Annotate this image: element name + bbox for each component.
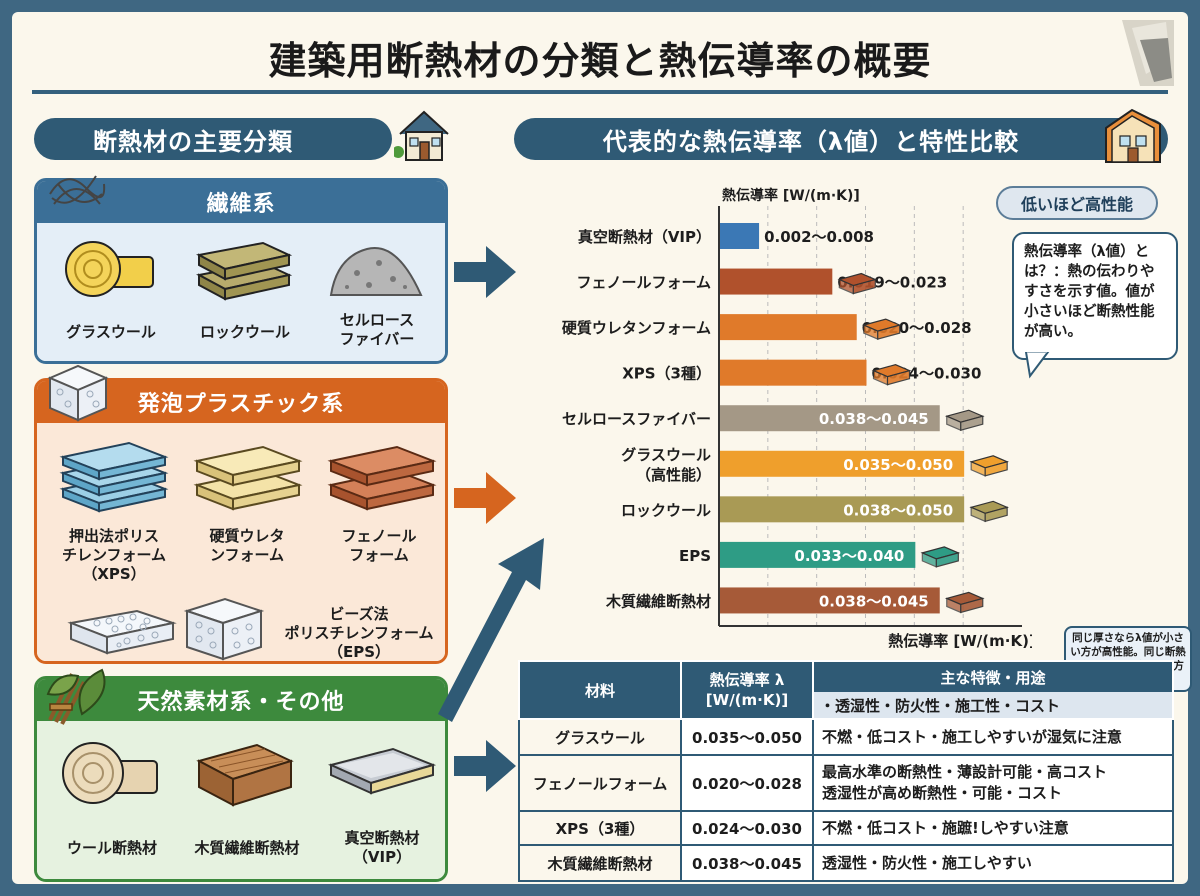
bar-category-label: 硬質ウレタンフォーム [562, 319, 711, 337]
thermal-conductivity-chart: 熱伝導率 [W/(m·K)] 熱伝導率 [W/(m·K)] 真空断熱材（VIP） 0.… [562, 187, 1032, 650]
title-divider [32, 90, 1168, 94]
classification-header: 断熱材の主要分類 [34, 118, 392, 160]
table-header-features: 主な特徴・用途 [940, 669, 1046, 687]
bar-value-label: 0.002〜0.008 [764, 228, 874, 246]
table-header-features-sub: ・透湿性・防火性・施工性・コスト [812, 692, 1174, 719]
house-icon [394, 110, 449, 161]
table-cell-conductivity: 0.024〜0.030 [680, 810, 814, 846]
chart-bar [720, 541, 916, 568]
natural-category-panel: 天然素材系・その他 ウール断熱材 木質繊維断熱材 真空 [34, 676, 448, 882]
bar-material-swatch-icon [944, 409, 985, 432]
glass-wool-roll-icon [65, 241, 154, 297]
rigid-urethane-label: 硬質ウレタ ンフォーム [209, 527, 285, 564]
bubble-tail [1024, 352, 1050, 379]
bar-category-label: セルロースファイバー [562, 410, 711, 428]
table-cell-material: 木質繊維断熱材 [518, 844, 682, 882]
bar-value-label: 0.038〜0.050 [843, 501, 953, 519]
cellulose-fiber-label: セルロース ファイバー [339, 311, 415, 348]
fiber-category-panel: 繊維系 グラスウール ロックウ [34, 178, 448, 364]
table-cell-conductivity: 0.035〜0.050 [680, 718, 814, 756]
vacuum-panel-icon [327, 747, 437, 795]
chart-bar [720, 450, 965, 477]
foam-plastic-category-panel: 発泡プラスチック系 押出法ポリス [34, 378, 448, 664]
wool-insulation-label: ウール断熱材 [66, 839, 157, 857]
bar-value-label: 0.035〜0.050 [843, 456, 953, 474]
arrow-right-icon [454, 472, 516, 524]
bar-material-swatch-icon [861, 318, 902, 341]
xps-label: 押出法ポリス チレンフォーム （XPS） [61, 527, 167, 583]
chart-bar [720, 314, 857, 341]
page-title: 建築用断熱材の分類と熱伝導率の概要 [268, 39, 932, 83]
lower-is-better-badge: 低いほど高性能 [996, 186, 1158, 220]
xps-boards-icon [59, 441, 169, 513]
table-cell-features: 不燃・低コスト・施蹠!しやすい注意 [812, 810, 1174, 846]
plaster-texture-icon [1122, 20, 1174, 86]
bar-category-label: 真空断熱材（VIP） [578, 228, 711, 246]
table-cell-conductivity: 0.038〜0.045 [680, 844, 814, 882]
bar-category-label: （高性能） [636, 466, 711, 484]
wool-roll-icon [62, 742, 158, 804]
rock-wool-boards-icon [196, 241, 293, 301]
bar-material-swatch-icon [837, 272, 878, 295]
poster-frame: 建築用断熱材の分類と熱伝導率の概要 断熱材の主要分類 繊維系 [12, 12, 1192, 884]
chart-bar [720, 587, 940, 614]
arrow-right-icon [454, 246, 516, 298]
arrow-diagonal-icon [438, 538, 544, 722]
bar-material-swatch-icon [871, 364, 912, 386]
materials-table: 材料 熱伝導率 λ [W/(m·K)] 主な特徴・用途 ・透湿性・防火性・施工性… [518, 660, 1174, 882]
bar-value-label: 0.038〜0.045 [819, 592, 929, 610]
comparison-header: 代表的な熱伝導率（λ値）と特性比較 [514, 118, 1168, 160]
wood-fiber-label: 木質繊維断熱材 [194, 839, 300, 857]
bar-material-swatch-icon [969, 500, 1009, 523]
table-header-material: 材料 [518, 660, 682, 720]
eps-block-icon [183, 597, 265, 661]
bar-category-label: ロックウール [621, 501, 711, 519]
bar-value-label: 0.038〜0.045 [819, 410, 929, 428]
phenolic-foam-boards-icon [327, 445, 437, 511]
table-cell-material: フェノールフォーム [518, 754, 682, 812]
wood-fiber-board-icon [196, 743, 294, 807]
bar-category-label: グラスウール [621, 446, 711, 464]
glass-wool-label: グラスウール [66, 323, 156, 341]
chart-bar [720, 496, 965, 523]
table-header-conductivity: 熱伝導率 λ [W/(m·K)] [680, 660, 814, 720]
bar-material-swatch-icon [969, 455, 1009, 477]
rock-wool-label: ロックウール [199, 323, 290, 341]
table-cell-conductivity: 0.020〜0.028 [680, 754, 814, 812]
table-cell-features: 最高水準の断熱性・薄設計可能・高コスト 透湿性が高め断熱性・可能・コスト [812, 754, 1174, 812]
table-cell-material: XPS（3種） [518, 810, 682, 846]
rigid-urethane-boards-icon [193, 445, 303, 511]
leaves-twigs-icon [46, 668, 106, 725]
arrow-right-icon [454, 740, 516, 792]
table-cell-features: 不燃・低コスト・施工しやすいが湿気に注意 [812, 718, 1174, 756]
bar-category-label: XPS（3種） [622, 365, 711, 383]
fiber-tangle-icon [49, 175, 106, 205]
phenolic-foam-label: フェノール フォーム [341, 527, 417, 564]
foam-cube-icon [47, 364, 109, 422]
chart-bar [720, 223, 760, 249]
chart-bar [720, 405, 940, 432]
bar-material-swatch-icon [920, 546, 961, 568]
table-cell-material: グラスウール [518, 718, 682, 756]
eps-label: ビーズ法 ポリスチレンフォーム （EPS） [284, 605, 434, 661]
bar-category-label: フェノールフォーム [576, 274, 711, 292]
vacuum-insulation-label: 真空断熱材 （VIP） [344, 829, 420, 866]
x-axis-label: 熱伝導率 [W/(m·K)] [888, 632, 1032, 650]
chart-bar [720, 268, 833, 295]
table-cell-features: 透湿性・防火性・施工しやすい [812, 844, 1174, 882]
bar-category-label: 木質繊維断熱材 [605, 592, 711, 610]
lambda-explanation-bubble: 熱伝導率（λ値）とは？：熱の伝わりやすさを示す値。値が小さいほど断熱性能が高い。 [1012, 232, 1178, 360]
eps-board-icon [67, 609, 177, 655]
bar-material-swatch-icon [944, 591, 985, 614]
y-axis-label: 熱伝導率 [W/(m·K)] [722, 187, 860, 204]
bar-value-label: 0.033〜0.040 [794, 547, 904, 565]
chart-bar [720, 359, 867, 386]
bar-category-label: EPS [679, 547, 711, 565]
building-cutaway-icon [1105, 108, 1161, 163]
cellulose-fiber-pile-icon [329, 247, 423, 296]
